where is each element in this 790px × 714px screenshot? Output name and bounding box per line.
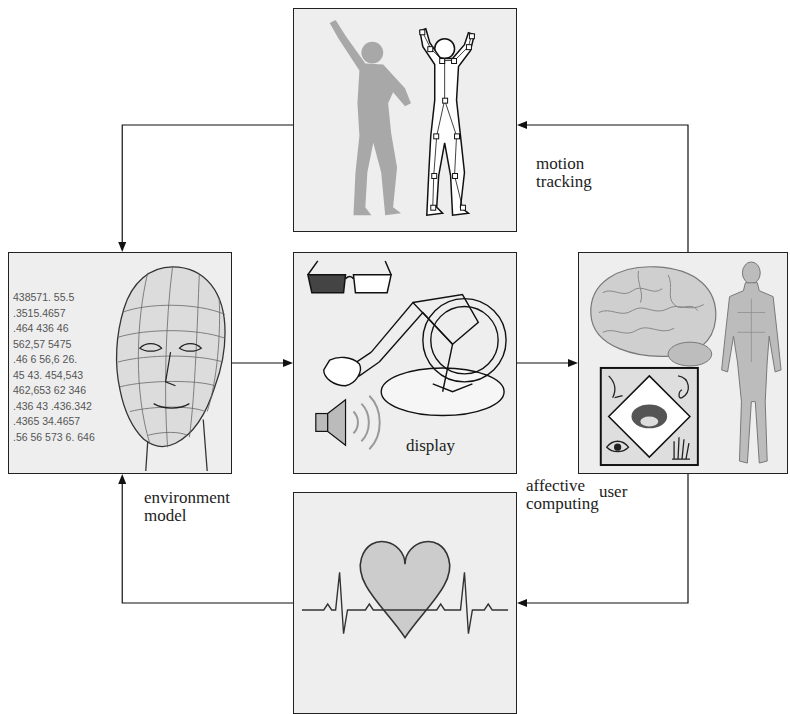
illustration-panel: display [293,252,517,474]
arrow-head [118,242,126,252]
connector-line [232,362,284,363]
connector-line [526,474,688,603]
connector-arrow [517,359,578,367]
number-text: .56 56 573 6. 646 [13,431,95,443]
connector-line [122,483,293,603]
number-text: .4365 34.4657 [13,415,80,427]
number-text: 438571. 55.5 [13,291,74,303]
illustration-panel: affective computing [293,492,517,714]
arrow-head [517,121,527,129]
connector-arrow [517,474,688,607]
motion-figure [294,9,516,231]
user-anatomy [579,253,787,473]
arrow-head [118,474,126,484]
panel-label: user [599,483,659,501]
illustration-panel: user [578,252,788,474]
connector-arrow [118,125,293,252]
number-text: .464 436 46 [13,322,68,334]
panel-label: affective computing [526,477,610,513]
display-devices [294,253,516,473]
connector-arrow [118,474,293,603]
number-text: 562,57 5475 [13,338,71,350]
arrow-head [283,359,293,367]
number-text: 462,653 62 346 [13,384,86,396]
number-text: .46 6 56,6 26. [13,353,77,365]
arrow-head [568,359,578,367]
connector-line [122,125,293,243]
number-text: .3515.4657 [13,307,66,319]
panel-label: display [406,437,496,455]
connector-arrow [232,359,293,367]
illustration-panel: motion tracking [293,8,517,232]
heart-ecg [294,493,516,713]
number-text: .436 43 .436.342 [13,400,92,412]
connector-arrow [517,121,688,252]
connector-line [517,362,569,363]
arrow-head [517,599,527,607]
panel-label: motion tracking [536,155,608,191]
connector-line [526,125,688,252]
panel-label: environment model [144,489,244,525]
number-text: 45 43. 454,543 [13,369,83,381]
